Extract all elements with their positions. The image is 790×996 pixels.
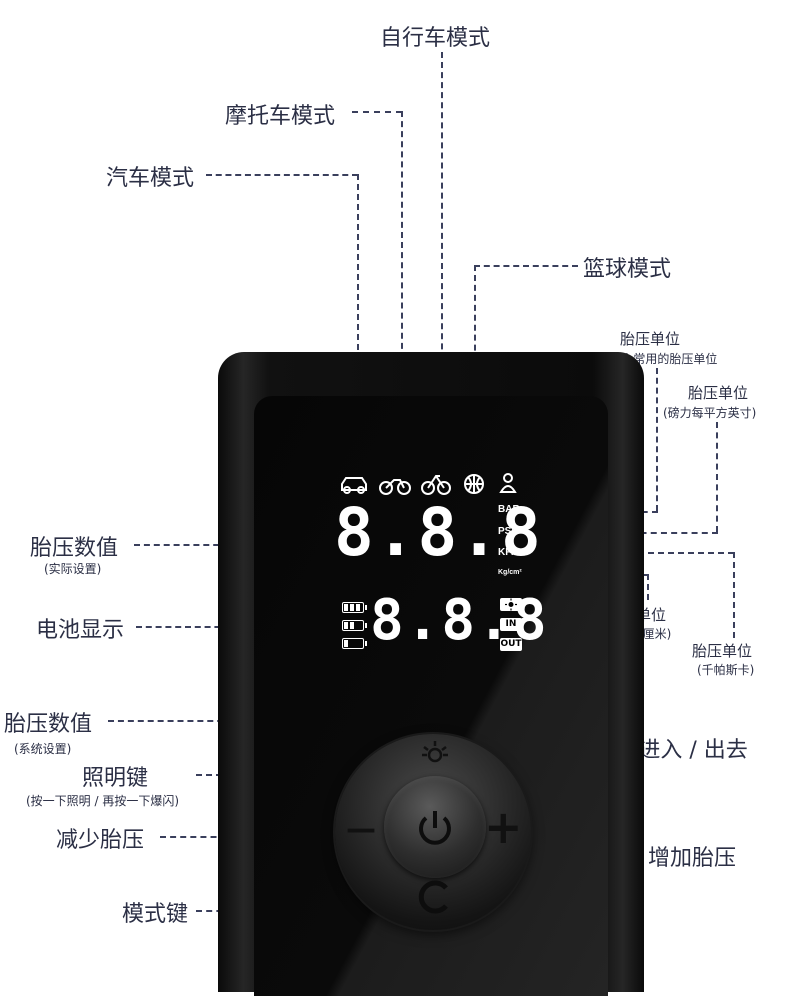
bicycle-mode-label: 自行车模式 <box>380 26 491 51</box>
leader-motorcycle-v <box>401 111 403 490</box>
unit-kgcm: Kg/cm² <box>498 569 522 576</box>
power-icon <box>419 811 451 845</box>
unit-psi-desc: (磅力每平方英寸) <box>663 406 757 420</box>
car-mode-label: 汽车模式 <box>106 166 195 191</box>
car-icon <box>341 477 367 494</box>
out-tag: OUT <box>500 638 522 651</box>
bicycle-icon <box>421 475 451 495</box>
leader-bar-v <box>656 368 658 511</box>
light-key-sub: (按一下照明 / 再按一下爆闪) <box>26 794 180 808</box>
basketball-icon <box>464 474 484 494</box>
cycle-icon[interactable] <box>412 874 458 920</box>
mode-key-label: 模式键 <box>122 902 189 927</box>
battery-icon-low <box>342 638 367 649</box>
unit-psi: PSI <box>498 526 515 537</box>
unit-bar-title: 胎压单位 <box>620 330 681 348</box>
leader-motorcycle-h <box>352 111 402 113</box>
leader-psi-v <box>716 422 718 532</box>
leader-car-h <box>206 174 358 176</box>
tire-pressure-value-label: 胎压数值 <box>30 536 119 561</box>
unit-kpa: KPA <box>498 547 519 558</box>
motorcycle-icon <box>379 479 411 495</box>
increase-button[interactable]: + <box>484 800 523 854</box>
sun-icon <box>505 598 517 611</box>
unit-kpa-title: 胎压单位 <box>692 642 753 660</box>
decrease-pressure-label: 减少胎压 <box>56 828 145 853</box>
increase-pressure-label: 增加胎压 <box>648 846 737 871</box>
person-icon <box>499 473 517 493</box>
leader-bicycle <box>441 52 443 490</box>
unit-psi-title: 胎压单位 <box>688 384 749 402</box>
unit-kpa-desc: (千帕斯卡) <box>697 663 755 677</box>
main-pressure-display: 8.8.8 <box>334 494 543 571</box>
sun-icon <box>422 741 448 763</box>
leader-car-v <box>357 174 359 490</box>
decrease-button[interactable]: — <box>346 812 376 847</box>
battery-icon-mid <box>342 620 367 631</box>
leader-kpa-v <box>733 552 735 638</box>
basketball-mode-label: 篮球模式 <box>583 257 672 282</box>
system-pressure-value-sub: (系统设置) <box>14 742 72 756</box>
unit-bar: BAR <box>498 504 520 515</box>
motorcycle-mode-label: 摩托车模式 <box>225 104 336 129</box>
in-tag: IN <box>500 618 522 631</box>
tire-pressure-value-sub: (实际设置) <box>44 562 102 576</box>
system-pressure-value-label: 胎压数值 <box>4 712 93 737</box>
mode-icon-row <box>341 473 517 495</box>
battery-icon-full <box>342 602 367 613</box>
battery-display-label: 电池显示 <box>36 618 125 643</box>
light-key-label: 照明键 <box>82 766 149 791</box>
light-tag <box>500 598 522 611</box>
leader-basketball-h <box>474 265 578 267</box>
leader-kgcm-v <box>647 574 649 600</box>
